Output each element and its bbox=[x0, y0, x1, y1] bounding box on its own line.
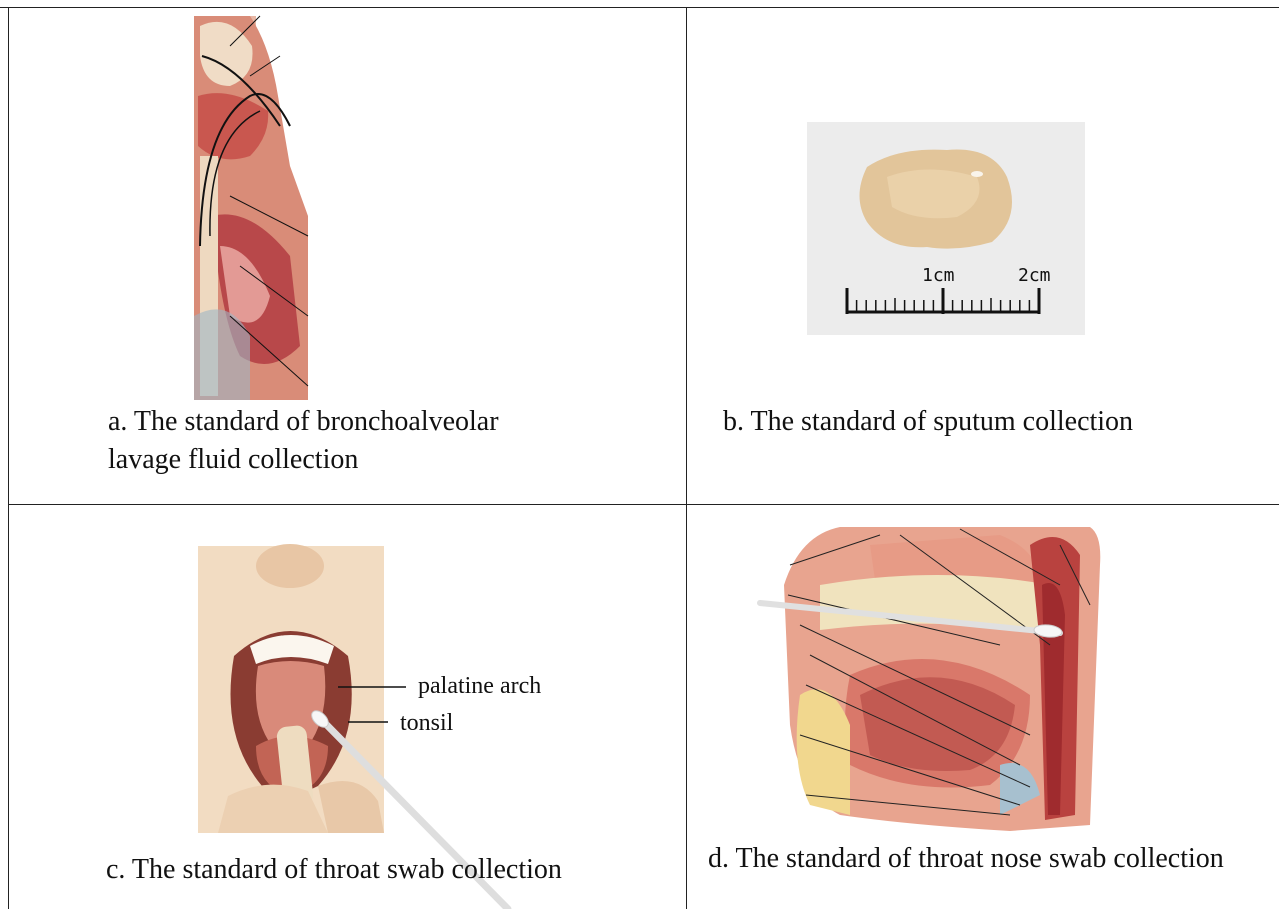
scale-label-2cm: 2cm bbox=[1018, 265, 1051, 286]
top-border bbox=[0, 7, 1279, 8]
tonsil-label: tonsil bbox=[400, 710, 453, 737]
panel-b-caption: b. The standard of sputum collection bbox=[723, 403, 1133, 441]
left-border bbox=[8, 7, 9, 909]
scale-label-1cm: 1cm bbox=[922, 265, 955, 286]
panel-a-caption-line1: a. The standard of bronchoalveolar bbox=[108, 403, 499, 441]
nasal-swab-anatomy-illustration bbox=[760, 525, 1102, 833]
bronchoalveolar-anatomy-illustration bbox=[190, 16, 315, 400]
middle-divider bbox=[8, 504, 1279, 505]
panel-c-caption: c. The standard of throat swab collectio… bbox=[106, 851, 562, 889]
sputum-sample-photo bbox=[807, 122, 1085, 335]
panel-d-caption: d. The standard of throat nose swab coll… bbox=[708, 840, 1224, 878]
palatine-arch-label: palatine arch bbox=[418, 673, 541, 700]
center-divider bbox=[686, 7, 687, 909]
panel-a-caption-line2: lavage fluid collection bbox=[108, 441, 358, 479]
